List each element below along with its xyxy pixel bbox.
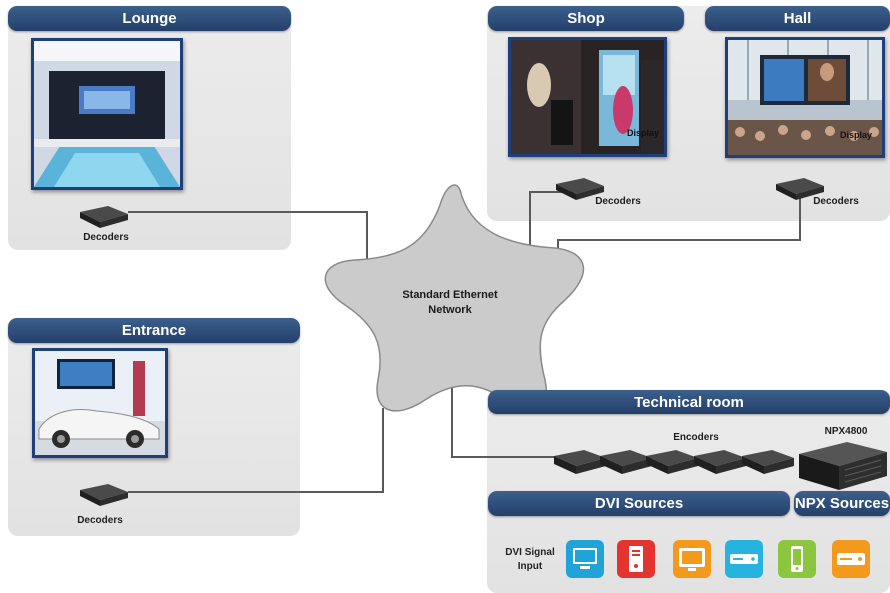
- pc-tower-icon: [617, 540, 655, 578]
- network-cloud: [324, 184, 584, 413]
- lounge-decoders-label: Decoders: [83, 232, 129, 243]
- entrance-decoders-label: Decoders: [77, 515, 123, 526]
- shop-header: Shop: [488, 6, 684, 31]
- dvi-signal-input-label: DVI Signal Input: [505, 547, 555, 572]
- shop-display: Display: [508, 37, 667, 157]
- lounge-display: [31, 38, 183, 190]
- npx4800-label: NPX4800: [824, 426, 868, 437]
- encoders-label: Encoders: [673, 432, 719, 443]
- set-top-box-icon: [725, 540, 763, 578]
- hall-display-label: Display: [840, 130, 873, 140]
- network-label: Standard Ethernet Network: [402, 289, 498, 316]
- technical-room-header: Technical room: [488, 390, 890, 414]
- hall-decoder: [776, 178, 824, 200]
- lounge-link: [128, 211, 368, 262]
- hall-header: Hall: [705, 6, 890, 31]
- lounge-header: Lounge: [8, 6, 291, 31]
- entrance-header: Entrance: [8, 318, 300, 343]
- entrance-decoder: [80, 484, 128, 506]
- npx4800-device: [799, 442, 887, 490]
- entrance-link: [128, 408, 384, 493]
- mobile-device-icon: [778, 540, 816, 578]
- dvi-sources-header: DVI Sources: [488, 491, 790, 516]
- shop-decoders-label: Decoders: [595, 196, 641, 207]
- monitor-icon: [566, 540, 604, 578]
- hall-display: Display: [725, 37, 885, 158]
- encoders-stack: [554, 450, 794, 474]
- hall-decoders-label: Decoders: [813, 196, 859, 207]
- entrance-display: [32, 348, 168, 458]
- media-player-icon: [832, 540, 870, 578]
- shop-decoder: [556, 178, 604, 200]
- shop-display-label: Display: [627, 128, 660, 138]
- npx-sources-header: NPX Sources: [794, 491, 890, 516]
- encoder-unit: [554, 450, 606, 474]
- tv-icon: [673, 540, 711, 578]
- technical-link: [451, 380, 556, 458]
- lounge-decoder: [80, 206, 128, 228]
